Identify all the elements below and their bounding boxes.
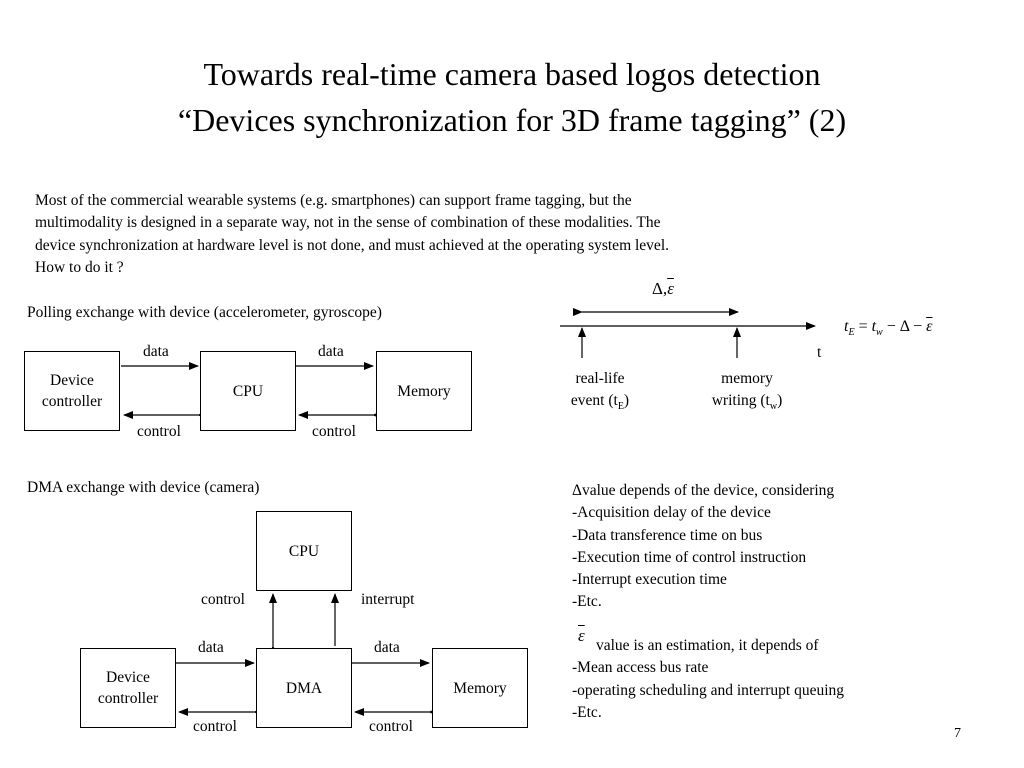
polling-control-label-right: control [312, 423, 356, 440]
epsilon-bar-symbol: ε [667, 279, 674, 298]
delta-epsilon-label: Δ,ε [652, 279, 674, 299]
delta-note-item: -Interrupt execution time [572, 571, 727, 589]
slide-title-line2: “Devices synchronization for 3D frame ta… [177, 102, 847, 138]
epsilon-note-item: -Etc. [572, 703, 602, 721]
page-number: 7 [954, 726, 961, 741]
event-label-line1: real-life [575, 370, 625, 387]
delta-notes-heading: Δvalue depends of the device, considerin… [572, 482, 835, 499]
dma-heading: DMA exchange with device (camera) [27, 479, 260, 496]
formula-tw: t [871, 318, 877, 335]
dma-memory-label: Memory [453, 679, 507, 697]
time-axis-label: t [817, 344, 822, 361]
polling-device-label-1: Device [50, 372, 94, 389]
polling-control-label-left: control [137, 423, 181, 440]
memory-label-sub: w [769, 401, 778, 413]
dma-device-label-2: controller [97, 690, 159, 707]
epsilon-note-item: -Mean access bus rate [572, 659, 709, 677]
delta-note-item: -Data transference time on bus [572, 526, 763, 544]
dma-interrupt-label: interrupt [361, 591, 415, 608]
delta-note-item: -Execution time of control instruction [572, 548, 807, 566]
epsilon-note-item: -operating scheduling and interrupt queu… [572, 681, 845, 699]
memory-label-line1: memory [721, 370, 773, 387]
epsilon-symbol: ε [578, 626, 585, 646]
dma-controller-label: DMA [285, 679, 323, 697]
intro-line-2: multimodality is designed in a separate … [35, 214, 661, 232]
polling-heading: Polling exchange with device (accelerome… [27, 304, 382, 321]
event-label-sub: E [617, 401, 624, 413]
memory-label-close: ) [777, 392, 783, 409]
dma-cpu-box: CPU [256, 511, 352, 591]
formula-t: t [844, 318, 849, 335]
memory-writing-label: memory writing (tw) [697, 368, 797, 418]
formula-epsilon-bar: ε [926, 318, 933, 335]
intro-paragraph: Most of the commercial wearable systems … [35, 190, 805, 279]
polling-memory-label: Memory [397, 382, 451, 400]
dma-data-label-right: data [374, 639, 400, 656]
dma-control-label-right: control [369, 718, 413, 735]
formula-equals: = [858, 318, 868, 335]
timing-formula: tE = tw − Δ − ε [844, 318, 932, 338]
dma-cpu-label: CPU [288, 542, 320, 560]
dma-memory-box: Memory [432, 648, 528, 728]
memory-label-line2: writing (tw) [697, 390, 797, 418]
dma-device-label-1: Device [106, 669, 150, 686]
event-label-close: ) [623, 392, 630, 409]
polling-device-controller-box: Device controller [24, 351, 120, 431]
dma-control-label-left: control [193, 718, 237, 735]
dma-data-label-left: data [198, 639, 224, 656]
epsilon-notes: value is an estimation, it depends of -M… [572, 635, 844, 724]
polling-memory-box: Memory [376, 351, 472, 431]
epsilon-bar-note: ε [578, 626, 585, 645]
delta-symbol: Δ, [652, 279, 668, 298]
polling-device-label-2: controller [41, 393, 103, 410]
slide-title-line1: Towards real-time camera based logos det… [203, 56, 821, 92]
event-label-text: event (t [570, 392, 618, 409]
real-life-event-label: real-life event (tE) [560, 368, 640, 418]
formula-minus-delta: − Δ − [886, 318, 923, 335]
epsilon-notes-heading: value is an estimation, it depends of [596, 637, 819, 654]
delta-note-item: -Etc. [572, 593, 602, 611]
delta-note-item: -Acquisition delay of the device [572, 504, 771, 522]
dma-device-controller-box: Device controller [80, 648, 176, 728]
dma-control-up-label: control [201, 591, 245, 608]
polling-cpu-label: CPU [232, 382, 264, 400]
memory-label-text: writing (t [711, 392, 770, 409]
formula-sub-e: E [848, 327, 855, 339]
formula-sub-w: w [876, 327, 883, 339]
intro-line-1: Most of the commercial wearable systems … [35, 192, 632, 209]
dma-controller-box: DMA [256, 648, 352, 728]
intro-line-3: device synchronization at hardware level… [35, 236, 669, 254]
polling-data-label-right: data [318, 343, 344, 360]
polling-data-label-left: data [143, 343, 169, 360]
event-label-line2: event (tE) [560, 390, 640, 418]
delta-notes: Δvalue depends of the device, considerin… [572, 480, 834, 614]
polling-cpu-box: CPU [200, 351, 296, 431]
intro-line-4: How to do it ? [35, 258, 124, 276]
